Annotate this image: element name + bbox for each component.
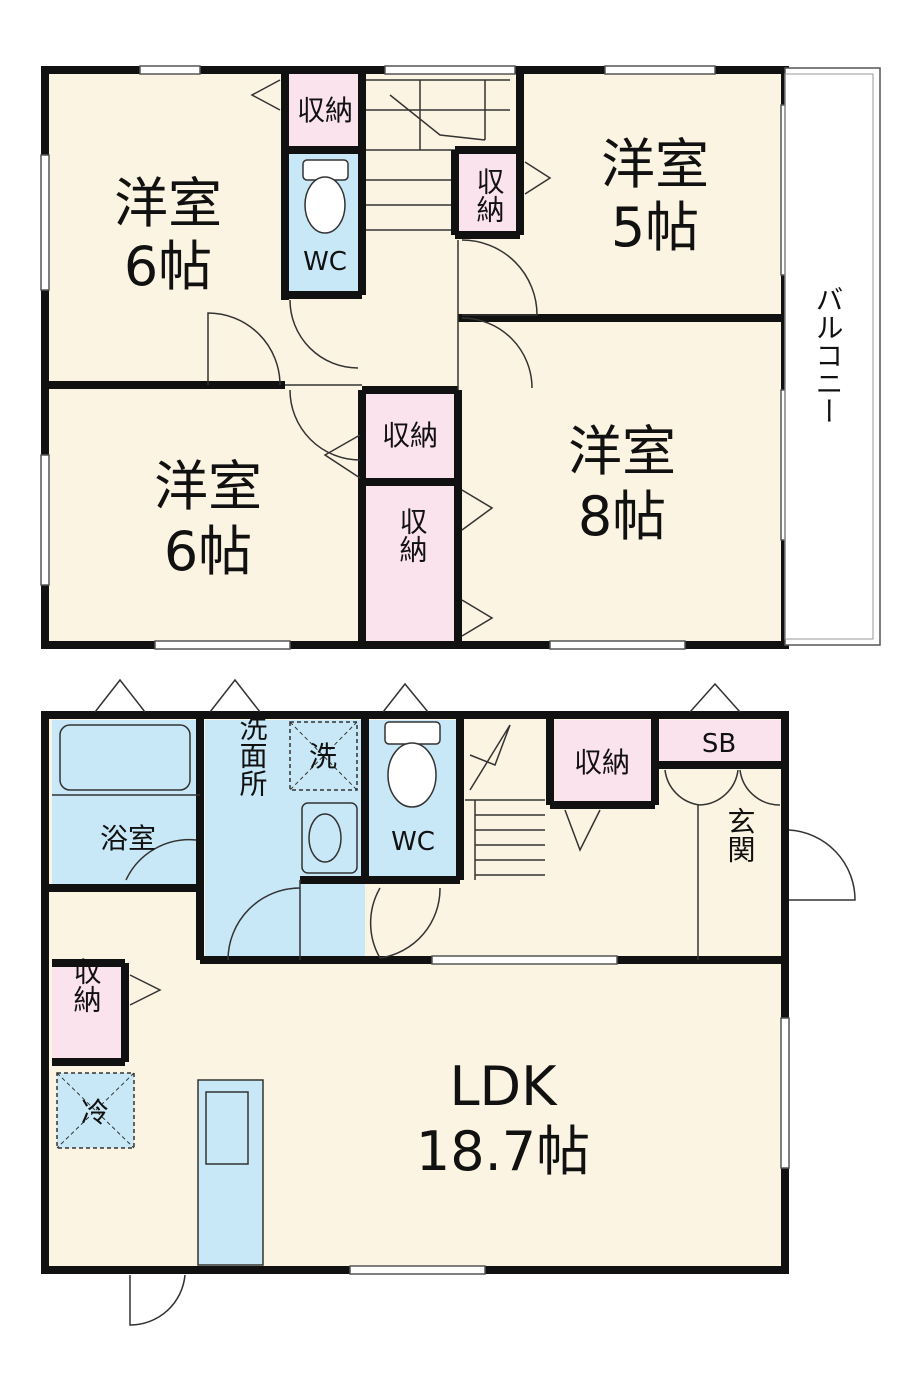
- upper-toilet-icon: [302, 159, 349, 234]
- lower-storage-ldk-fill: [52, 965, 122, 1060]
- upper-storage-tall-fill: [365, 485, 457, 645]
- shoe-box-fill: [655, 720, 783, 762]
- lower-floor: LDK 18.7帖 浴室 洗面所 洗 WC 収納 SB 玄関 収納 冷: [41, 678, 856, 1326]
- lower-stairs: [465, 724, 545, 880]
- upper-storage-tall-label: 収納: [396, 507, 429, 563]
- entrance-label: 玄関: [724, 807, 757, 863]
- upper-room-se-name: 洋室: [568, 420, 676, 483]
- upper-room-nw-name: 洋室: [114, 172, 222, 235]
- balcony: [784, 67, 881, 646]
- upper-room-sw-size: 6帖: [164, 520, 252, 583]
- lower-storage-ldk-label: 収納: [70, 957, 103, 1013]
- lower-storage-stair-label: 収納: [574, 746, 630, 779]
- ldk-size: 18.7帖: [416, 1120, 590, 1183]
- upper-storage-top-label: 収納: [297, 94, 353, 127]
- fridge-label: 冷: [81, 1096, 109, 1129]
- upper-room-sw-name: 洋室: [154, 455, 262, 518]
- upper-stairs: [365, 79, 510, 231]
- upper-room-se-size: 8帖: [578, 485, 666, 548]
- upper-floor: 洋室 6帖 洋室 5帖 洋室 6帖 洋室 8帖 収納 WC 収納 収納 収納 バ…: [40, 65, 881, 650]
- upper-storage-stair-label: 収納: [473, 167, 506, 223]
- lower-wc-label: WC: [391, 827, 435, 857]
- shoe-box-label: SB: [702, 729, 736, 759]
- lower-storage-stair-fill: [552, 720, 652, 805]
- washroom-label: 洗面所: [236, 713, 269, 797]
- upper-storage-mid-fill: [365, 390, 457, 480]
- balcony-label: バルコニー: [812, 285, 845, 425]
- bathtub: [59, 724, 191, 791]
- upper-room-ne-name: 洋室: [601, 133, 709, 196]
- upper-room-ne-size: 5帖: [611, 196, 699, 259]
- bath-label: 浴室: [100, 822, 156, 855]
- lower-toilet-icon: [384, 721, 441, 808]
- wash-basin: [301, 802, 358, 874]
- ldk-name: LDK: [449, 1055, 558, 1118]
- upper-storage-mid-label: 収納: [382, 419, 438, 452]
- upper-storage-top-fill: [285, 70, 360, 150]
- upper-room-nw-size: 6帖: [124, 235, 212, 298]
- upper-storage-stair-fill: [458, 150, 520, 235]
- washer-label: 洗: [309, 740, 337, 773]
- upper-wc-label: WC: [303, 247, 347, 277]
- kitchen-sink: [205, 1091, 249, 1165]
